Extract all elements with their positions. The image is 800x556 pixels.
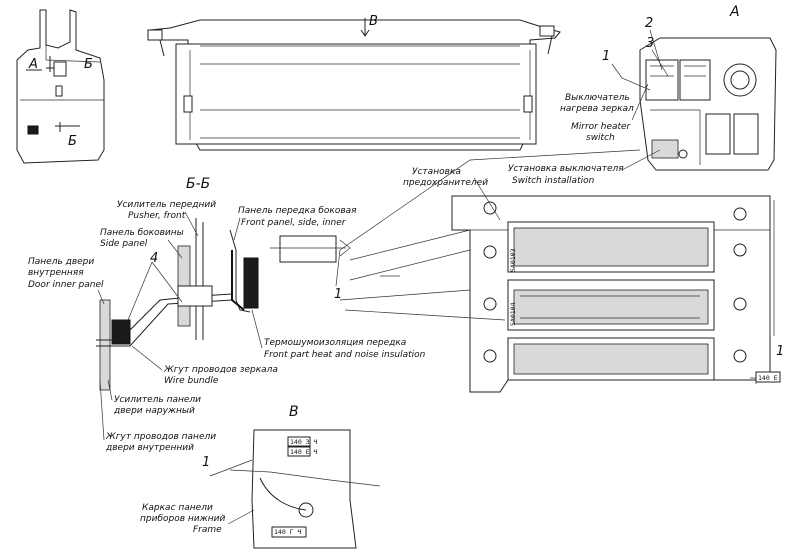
frame-ru2: приборов нижний <box>140 514 225 524</box>
front-panel-en: Front panel, side, inner <box>241 218 347 228</box>
leader-pusher <box>184 211 199 237</box>
leader-fuse <box>473 177 501 221</box>
door-outer-ru: Усилитель панели <box>114 395 201 405</box>
pusher-en: Pusher, front <box>128 211 186 221</box>
v-tag3: 140 Г Ч <box>274 528 301 536</box>
door-inner-ru2: внутренняя <box>28 268 84 278</box>
callout-1-block: 1 <box>776 344 784 359</box>
mirror-bundle-en: Wire bundle <box>164 376 219 386</box>
front-panel-view <box>147 18 561 151</box>
callout-3: 3 <box>646 36 654 51</box>
leader-side <box>167 239 183 259</box>
leader-door-outer <box>107 379 113 401</box>
side-panel-en: Side panel <box>100 239 148 249</box>
fuse-tag-mid: SA0104 <box>509 302 517 326</box>
leader-mirror-bundle <box>131 345 163 371</box>
leader-door-bundle <box>99 379 105 441</box>
fuse-inst-ru2: предохранителей <box>403 178 488 188</box>
callout-2: 2 <box>645 16 653 31</box>
leaders-a <box>611 29 669 91</box>
wire-routing <box>339 149 641 321</box>
pusher-ru: Усилитель передний <box>117 200 216 210</box>
section-title: Б-Б <box>186 176 210 192</box>
heat-ins-ru: Термошумоизоляция передка <box>264 338 406 348</box>
cab-side-view <box>16 9 105 164</box>
arrow-b2-label: Б <box>68 134 77 149</box>
leader-switch <box>631 83 649 121</box>
wire-tag-right: 140 Е <box>758 374 778 382</box>
view-v-frame <box>209 429 381 549</box>
mirror-switch-ru2: нагрева зеркал <box>560 104 634 114</box>
leader-front <box>233 217 241 241</box>
leader-door-inner <box>97 289 105 305</box>
mirror-switch-en2: switch <box>586 133 615 143</box>
mirror-bundle-ru: Жгут проводов зеркала <box>163 365 278 375</box>
view-a-title: А <box>729 4 740 20</box>
callout-1-section: 1 <box>334 287 342 302</box>
leader-heat <box>251 309 263 349</box>
callout-1-view-v: 1 <box>202 455 210 470</box>
fuse-inst-ru: Установка <box>412 167 461 177</box>
callout-4: 4 <box>150 251 158 266</box>
door-outer-ru2: двери наружный <box>113 406 195 416</box>
door-bundle-ru2: двери внутренний <box>105 443 194 453</box>
mirror-switch-en: Mirror heater <box>571 122 632 132</box>
fuse-tag-top: SA0103 <box>509 248 517 272</box>
door-inner-en: Door inner panel <box>28 280 104 290</box>
switch-panel-view <box>639 37 777 171</box>
switch-inst-ru: Установка выключателя <box>508 164 624 174</box>
v-tag1: 140 З Ч <box>290 438 317 446</box>
wire-tag-box <box>755 371 781 383</box>
arrow-a-label: А <box>28 57 38 72</box>
arrow-v-label: В <box>369 14 378 29</box>
mirror-switch-ru: Выключатель <box>565 93 630 103</box>
arrow-b1-label: Б <box>84 57 93 72</box>
front-panel-ru: Панель передка боковая <box>238 206 357 216</box>
door-inner-ru: Панель двери <box>28 257 94 267</box>
fuse-block <box>451 195 775 393</box>
section-view <box>96 218 351 391</box>
callout-1-top: 1 <box>602 49 610 64</box>
frame-ru: Каркас панели <box>142 503 213 513</box>
v-tag2: 140 Е Ч <box>290 448 317 456</box>
heat-ins-en: Front part heat and noise insulation <box>264 350 426 360</box>
side-panel-ru: Панель боковины <box>100 228 184 238</box>
leader-frame <box>227 509 255 525</box>
leader-switch-inst <box>621 149 661 171</box>
frame-en: Frame <box>193 525 222 535</box>
switch-inst-en: Switch installation <box>512 176 595 186</box>
door-bundle-ru: Жгут проводов панели <box>105 432 216 442</box>
view-v-title: В <box>289 404 299 420</box>
